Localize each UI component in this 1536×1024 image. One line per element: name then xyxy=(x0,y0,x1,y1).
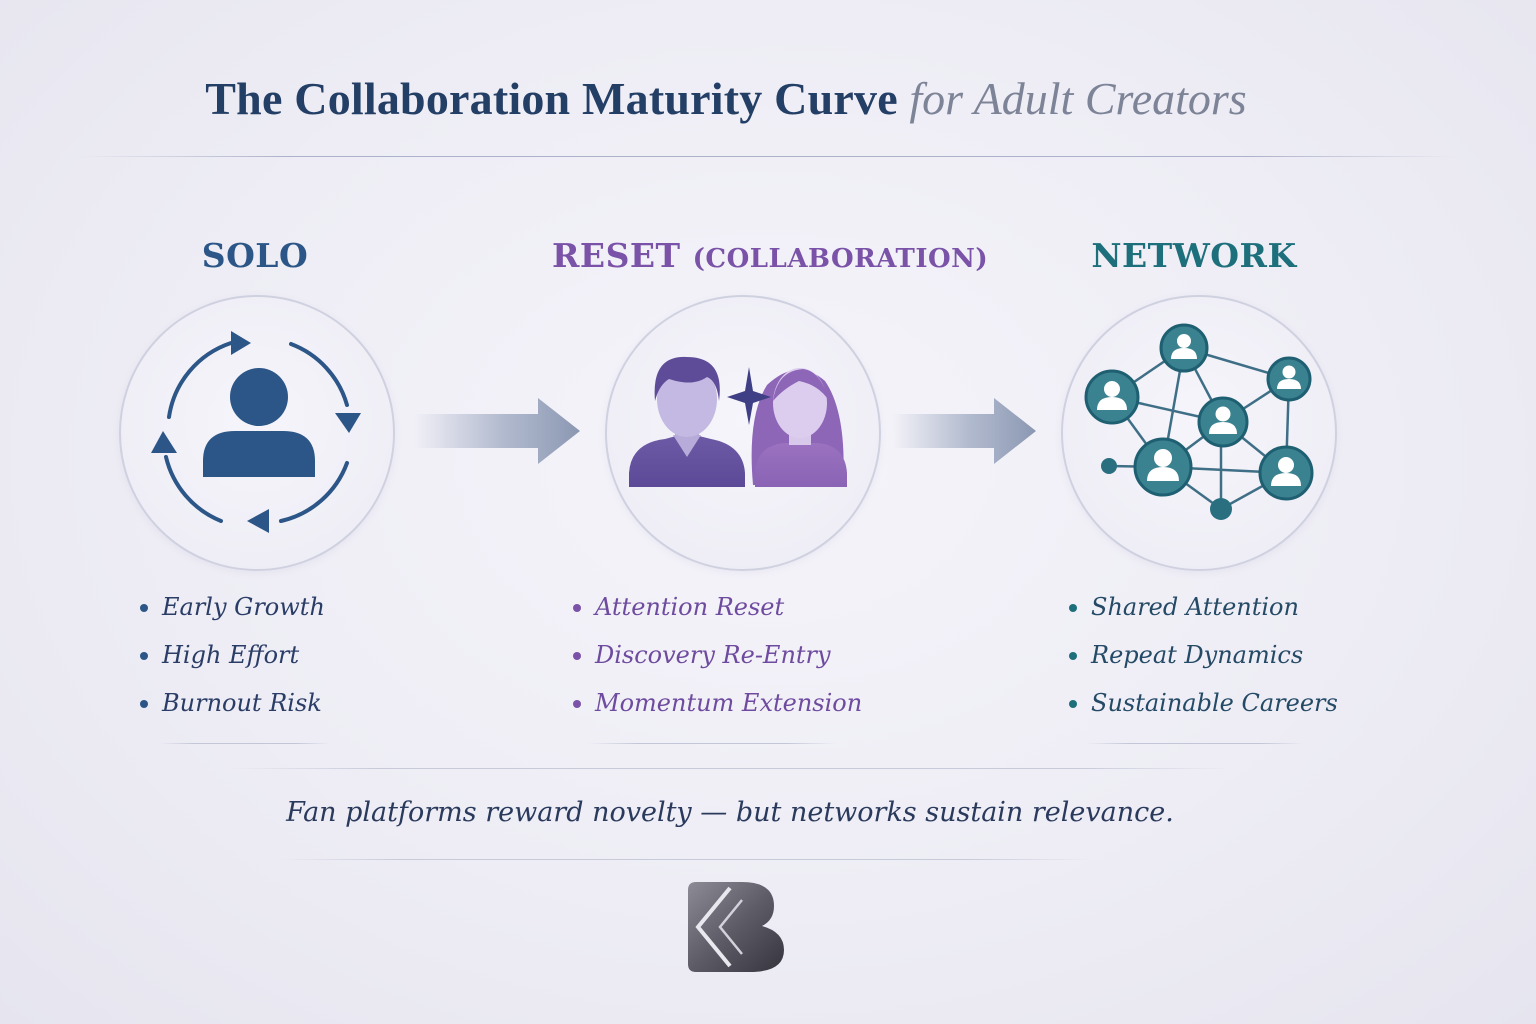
bullet-dot xyxy=(573,700,581,708)
network-circle xyxy=(1061,295,1337,571)
network-node-bottom-left xyxy=(1133,437,1193,497)
stage-heading-network: NETWORK xyxy=(1091,236,1297,275)
title-divider xyxy=(80,156,1456,157)
reset-bullet-list: Attention Reset Discovery Re-Entry Momen… xyxy=(573,583,862,727)
page-title: The Collaboration Maturity Curve for Adu… xyxy=(0,72,1452,125)
network-node-top xyxy=(1159,323,1209,373)
two-people-spark-icon xyxy=(629,356,847,487)
network-bullet-list: Shared Attention Repeat Dynamics Sustain… xyxy=(1069,583,1338,727)
solo-circle xyxy=(119,295,395,571)
bullet-dot xyxy=(140,652,148,660)
network-node-left xyxy=(1084,369,1140,425)
bullet-dot xyxy=(140,604,148,612)
list-item: Burnout Risk xyxy=(140,679,325,727)
bullet-dot xyxy=(1069,700,1077,708)
title-subtitle: for Adult Creators xyxy=(909,73,1247,124)
network-node-right xyxy=(1266,356,1312,402)
section-divider xyxy=(230,768,1230,769)
list-item: Sustainable Careers xyxy=(1069,679,1338,727)
list-item: Shared Attention xyxy=(1069,583,1338,631)
list-item: Repeat Dynamics xyxy=(1069,631,1338,679)
solo-divider xyxy=(160,743,330,744)
tagline: Fan platforms reward novelty — but netwo… xyxy=(286,797,1174,828)
kb-logo-icon xyxy=(688,882,784,972)
network-node-bottom-right xyxy=(1258,445,1314,501)
reset-divider xyxy=(588,743,836,744)
list-item: Discovery Re-Entry xyxy=(573,631,862,679)
stage-heading-solo: SOLO xyxy=(201,236,309,275)
network-divider xyxy=(1086,743,1304,744)
title-main: The Collaboration Maturity Curve xyxy=(205,73,898,124)
list-item: High Effort xyxy=(140,631,325,679)
list-item: Attention Reset xyxy=(573,583,862,631)
footer-divider xyxy=(280,859,1090,860)
people-network-icon xyxy=(1084,323,1314,520)
list-item: Early Growth xyxy=(140,583,325,631)
person-cycle-icon xyxy=(151,331,361,533)
network-node-center xyxy=(1197,396,1249,448)
stage-heading-reset: RESET (COLLABORATION) xyxy=(552,236,988,275)
bullet-dot xyxy=(573,604,581,612)
stage-heading-reset-paren: (COLLABORATION) xyxy=(692,244,989,274)
bullet-dot xyxy=(1069,652,1077,660)
bullet-dot xyxy=(140,700,148,708)
flow-arrow-2 xyxy=(892,398,1036,464)
bullet-dot xyxy=(573,652,581,660)
flow-arrow-1 xyxy=(414,398,580,464)
reset-circle xyxy=(605,295,881,571)
solo-bullet-list: Early Growth High Effort Burnout Risk xyxy=(140,583,325,727)
bullet-dot xyxy=(1069,604,1077,612)
list-item: Momentum Extension xyxy=(573,679,862,727)
stage-heading-reset-main: RESET xyxy=(552,236,681,275)
